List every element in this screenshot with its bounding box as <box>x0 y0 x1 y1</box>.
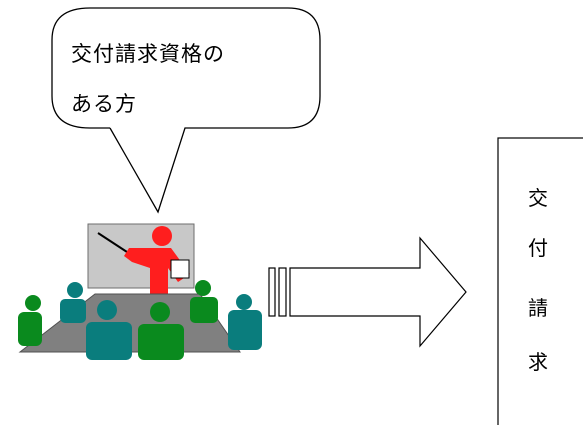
speech-bubble <box>51 7 321 214</box>
bubble-text-line1: 交付請求資格の <box>71 42 225 66</box>
target-char-3: 請 <box>528 296 548 320</box>
bubble-text-line2: ある方 <box>71 92 137 116</box>
target-char-1: 交 <box>528 186 548 210</box>
attendee-left-back <box>18 282 86 346</box>
target-char-2: 付 <box>528 236 548 260</box>
arrow-icon <box>268 236 467 348</box>
pointer-stick <box>97 232 128 253</box>
target-char-4: 求 <box>528 350 548 374</box>
attendee-front <box>86 300 184 360</box>
meeting-clipart-icon <box>18 223 262 360</box>
target-box <box>497 137 583 425</box>
attendee-right-back <box>190 280 262 350</box>
meeting-table <box>18 293 241 353</box>
presenter-figure <box>124 226 190 300</box>
